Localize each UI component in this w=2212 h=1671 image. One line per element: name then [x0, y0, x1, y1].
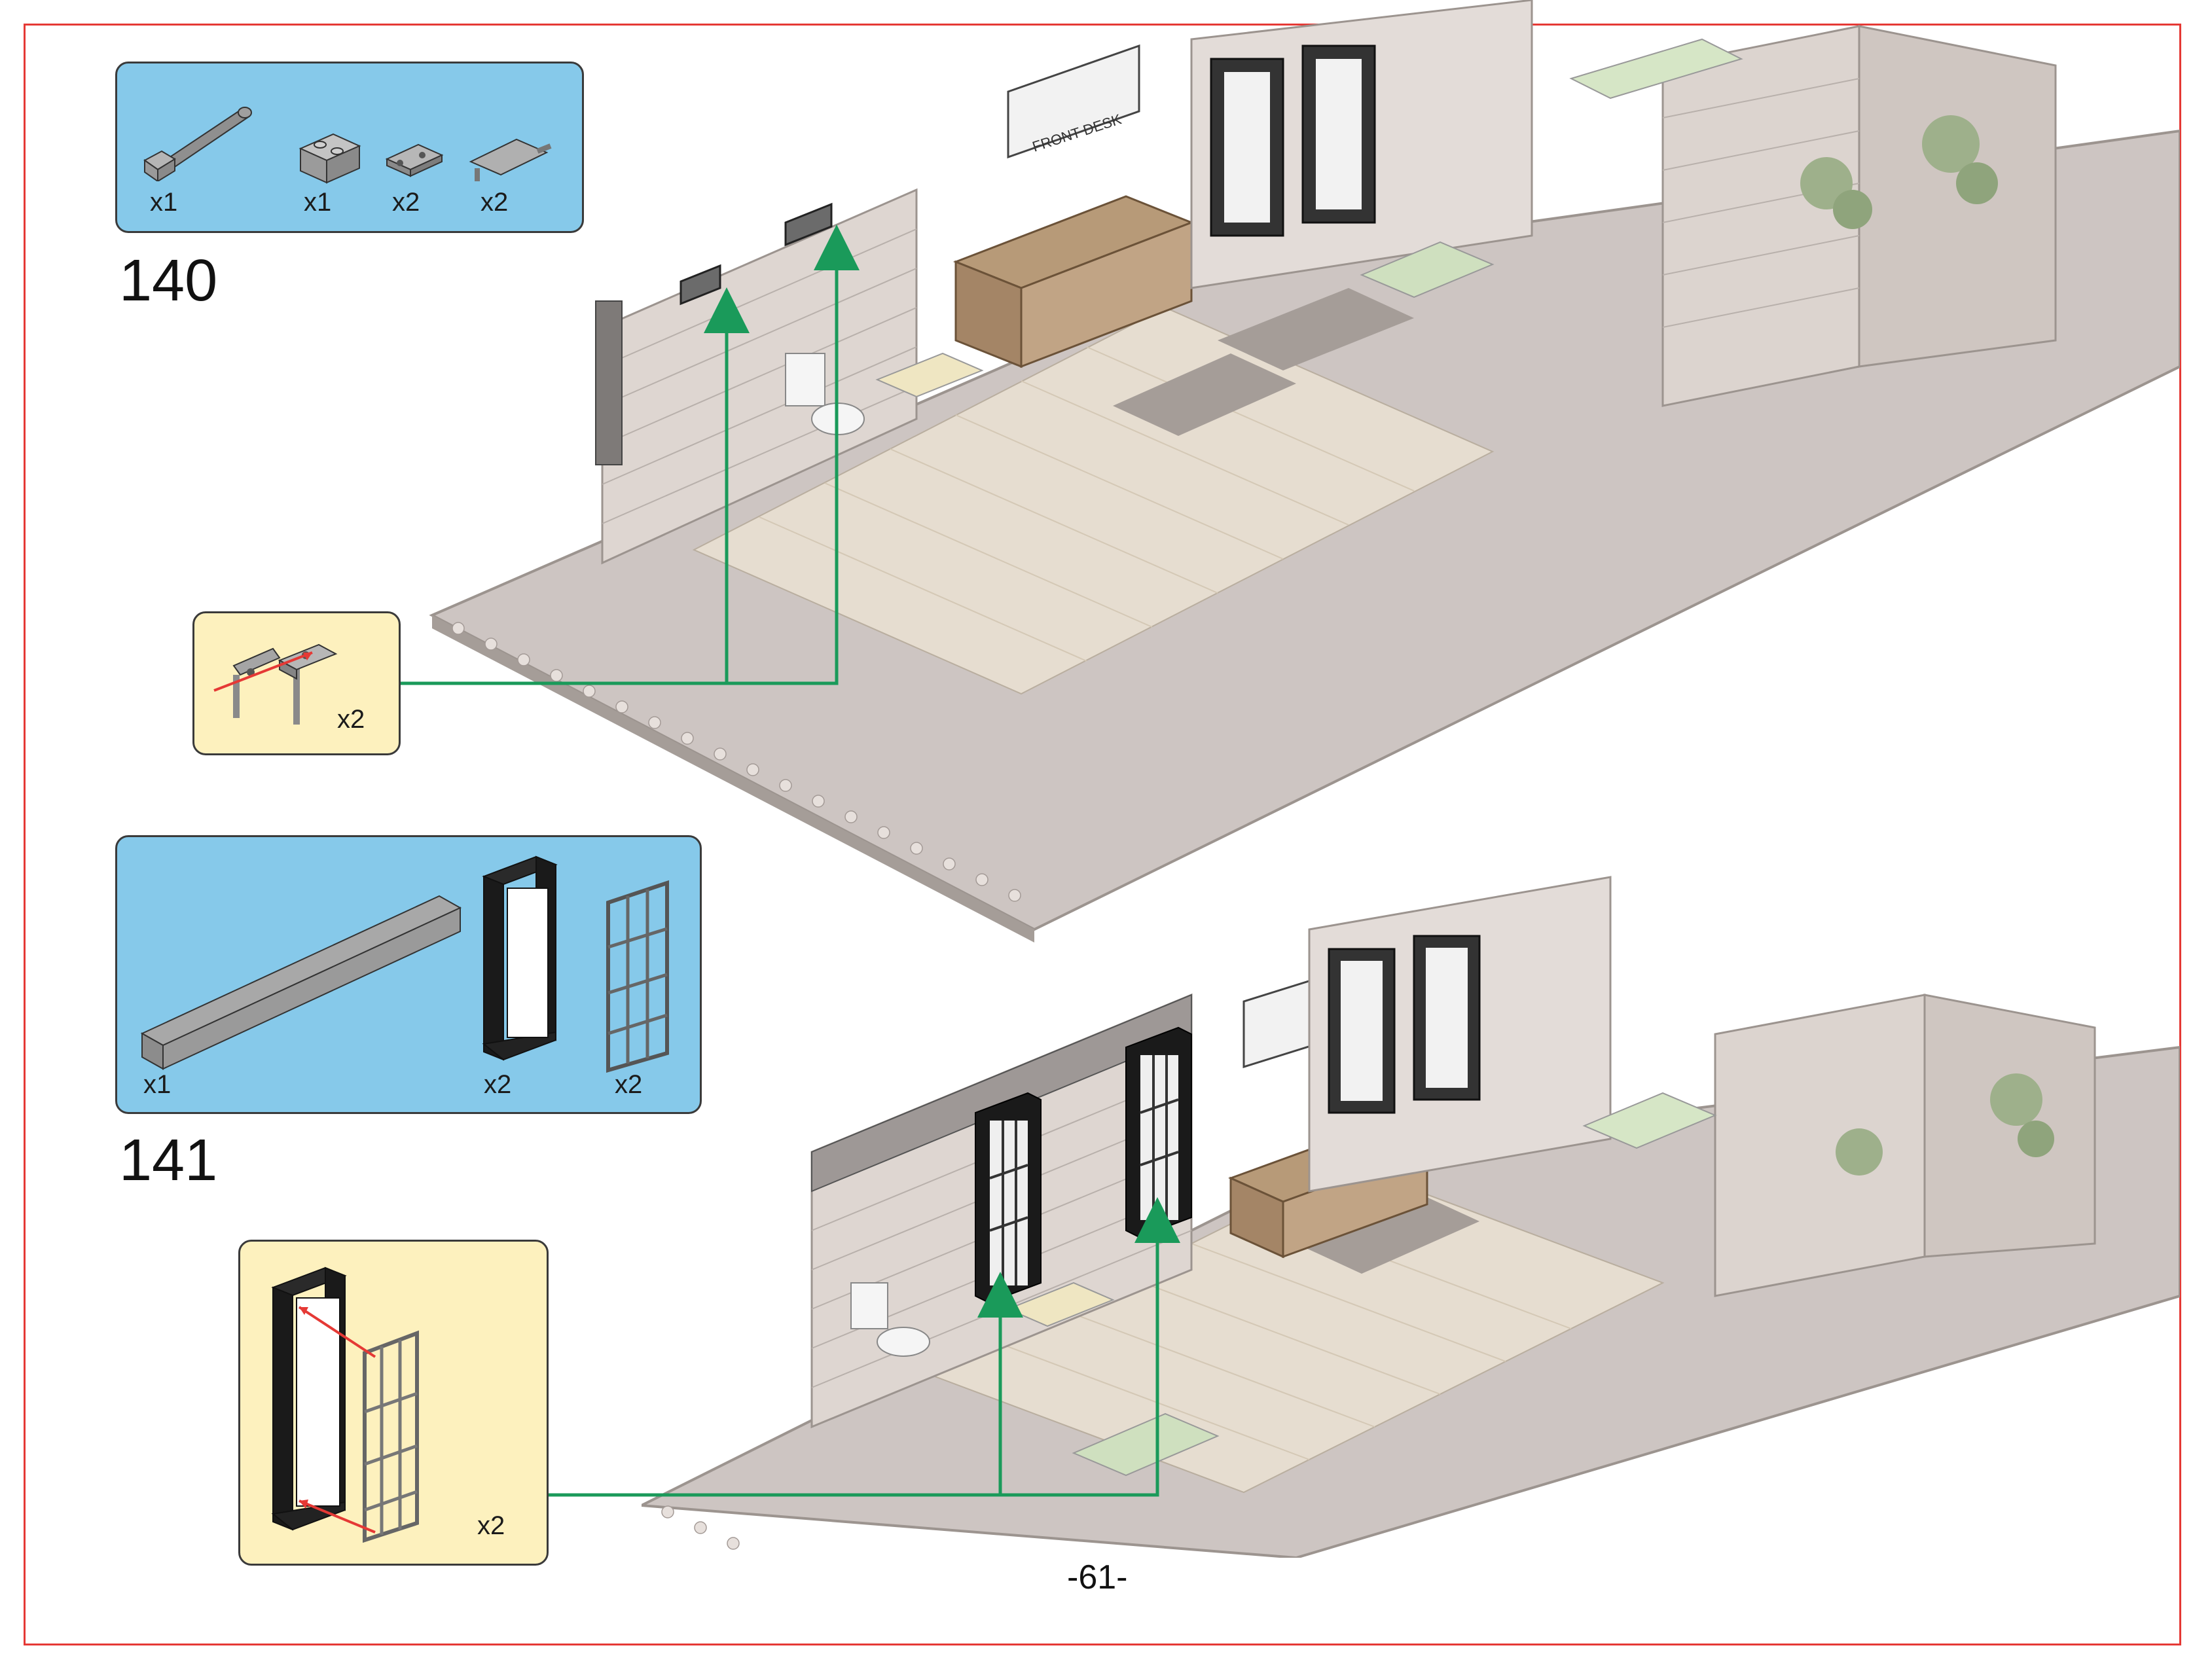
part-qty: x2: [484, 1070, 512, 1099]
part-qty: x1: [150, 188, 178, 217]
subassembly-icon: [213, 643, 338, 725]
part-qty: x2: [615, 1070, 643, 1099]
step-141-subassembly-box: x2: [238, 1240, 549, 1566]
page-number: -61-: [1067, 1558, 1128, 1596]
bar-grille-icon: [606, 880, 669, 1073]
step-140-subassembly-box: x2: [192, 611, 401, 755]
bar-holder-icon: [469, 138, 552, 181]
step-141-model-illustration: [642, 876, 2180, 1558]
page-border: [24, 24, 2181, 1645]
subassembly-qty: x2: [477, 1511, 505, 1540]
brick-1x16-icon: [140, 895, 462, 1070]
step-number-141: 141: [119, 1128, 218, 1193]
brick-1x2-icon: [299, 133, 361, 184]
plate-with-clips-icon: [385, 143, 444, 177]
part-qty: x1: [304, 188, 332, 217]
part-qty: x2: [480, 188, 509, 217]
step-141-parts-box: x1 x2 x2: [115, 835, 702, 1114]
door-frame-icon: [482, 855, 558, 1061]
part-qty: x2: [392, 188, 420, 217]
step-number-140: 140: [119, 248, 218, 314]
subassembly-qty: x2: [337, 705, 365, 734]
bar-with-clip-icon: [143, 107, 252, 181]
part-qty: x1: [143, 1070, 172, 1099]
subassembly-icon: [271, 1267, 419, 1543]
step-140-parts-box: x1 x1 x2 x2: [115, 62, 584, 233]
